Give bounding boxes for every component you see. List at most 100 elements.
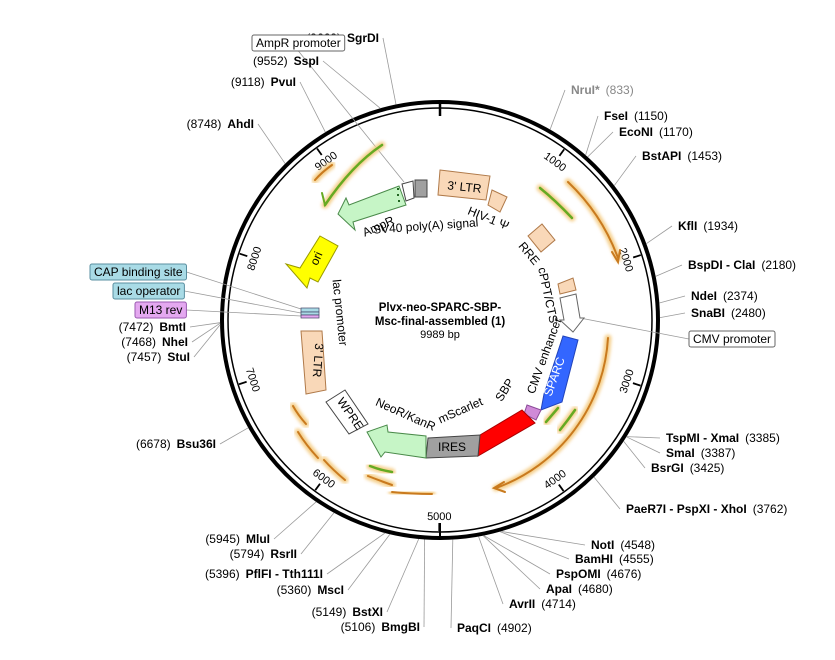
- enzyme-site: PaqCI(4902): [457, 621, 532, 635]
- enzyme-site: AvrII(4714): [509, 597, 576, 611]
- mscarlet-label: mScarlet: [436, 394, 486, 426]
- enzyme-site: PvuI(9118): [231, 75, 296, 89]
- enzyme-site: FseI(1150): [604, 109, 668, 123]
- enzyme-site: PaeR7I - PspXI - XhoI(3762): [626, 502, 787, 516]
- lac-operator-mark: [300, 311, 320, 316]
- enzyme-position: (2480): [731, 306, 766, 320]
- enzyme-position: (2180): [761, 258, 796, 272]
- enzyme-position: (7472): [119, 320, 154, 334]
- enzyme-name: BsrGI: [651, 461, 684, 475]
- enzyme-position: (833): [606, 83, 634, 97]
- enzyme-leader: [482, 535, 541, 590]
- enzyme-position: (3425): [690, 461, 725, 475]
- sbp-feature: [523, 404, 542, 421]
- boxed-label-leader: [579, 317, 690, 340]
- enzyme-leaders: [184, 37, 690, 629]
- orange-b-head: [611, 249, 621, 265]
- boxed-label-bg: [251, 34, 346, 52]
- enzyme-name: BmtI: [159, 320, 186, 334]
- enzyme-leader: [587, 131, 614, 158]
- enzyme-leader: [483, 535, 551, 575]
- enzyme-name: PaeR7I - PspXI - XhoI: [626, 502, 747, 516]
- boxed-feature-label: CAP binding site: [89, 263, 187, 281]
- enzyme-name: Bsu36I: [177, 437, 216, 451]
- enzyme-position: (5360): [277, 583, 312, 597]
- enzyme-leader: [347, 533, 391, 591]
- mscarlet-feature: [477, 409, 536, 457]
- orf-c: [558, 408, 577, 432]
- plasmid-name-line1: Plvx-neo-SPARC-SBP-: [379, 302, 502, 314]
- enzyme-name: RsrII: [270, 547, 297, 561]
- enzyme-site: BamHI(4555): [575, 552, 654, 566]
- enzyme-leader: [450, 539, 454, 629]
- enzyme-name: EcoNI: [619, 125, 653, 139]
- enzyme-position: (5945): [205, 532, 240, 546]
- ires-feature: [425, 434, 481, 459]
- enzyme-name: NruI*: [571, 83, 600, 97]
- enzyme-position: (5396): [205, 567, 240, 581]
- orange-arrows: [289, 161, 622, 498]
- ltr3-top-feature: [437, 169, 491, 201]
- enzyme-leader: [593, 476, 621, 510]
- enzyme-leader: [219, 427, 249, 445]
- enzyme-name: StuI: [167, 350, 190, 364]
- enzyme-position: (1453): [687, 149, 722, 163]
- enzyme-leader: [257, 123, 286, 164]
- orf-d: [544, 406, 560, 424]
- boxed-label-bg: [688, 330, 776, 348]
- orange-b: [567, 181, 619, 259]
- enzyme-leader: [585, 115, 599, 156]
- enzyme-position: (4902): [497, 621, 532, 635]
- enzyme-site: RsrII (5794): [230, 547, 297, 561]
- enzyme-name: PspOMI: [556, 567, 601, 581]
- scale-tick-label: 5000: [427, 511, 452, 523]
- ampr-feature: [337, 185, 407, 232]
- enzyme-position: (1150): [634, 109, 668, 123]
- enzyme-name: NheI: [162, 335, 188, 349]
- enzyme-site: PspOMI(4676): [556, 567, 641, 581]
- enzyme-leader: [299, 81, 326, 133]
- orange-g: [297, 431, 319, 459]
- enzyme-position: (4714): [541, 597, 576, 611]
- enzyme-position: (3385): [745, 431, 780, 445]
- enzyme-leader: [189, 322, 221, 328]
- ltr3-left-label: 3' LTR: [310, 343, 326, 378]
- enzyme-leader: [659, 295, 686, 304]
- boxed-feature-label: AmpR promoter: [251, 34, 346, 52]
- ltr3-left-feature: [300, 330, 327, 395]
- enzyme-site: SspI(9552): [253, 54, 319, 68]
- enzyme-position: (6678): [136, 437, 171, 451]
- boxed-label-text: CMV promoter: [693, 332, 771, 346]
- enzyme-position: (2374): [723, 289, 758, 303]
- orf-ampr-head: [321, 192, 333, 208]
- enzyme-leader: [273, 501, 317, 540]
- enzyme-position: (7468): [121, 335, 156, 349]
- orf-e: [368, 464, 394, 474]
- plasmid-name-line2: Msc-final-assembled (1): [375, 316, 506, 328]
- enzyme-site: SnaBI(2480): [691, 306, 766, 320]
- features: [284, 169, 586, 459]
- enzyme-site: EcoNI(1170): [619, 125, 693, 139]
- enzyme-site: TspMI - XmaI(3385): [666, 431, 780, 445]
- scale-tick-label: 4000: [542, 468, 569, 492]
- enzyme-site: ApaI (4680): [546, 582, 613, 596]
- enzyme-name: BmgBI: [381, 620, 420, 634]
- ori-label: ori: [307, 249, 325, 267]
- enzyme-name: SgrDI: [347, 31, 379, 45]
- scale-tick-label: 8000: [245, 245, 264, 272]
- sbp-label: SBP: [492, 376, 517, 404]
- enzyme-site: BstAPI(1453): [642, 149, 722, 163]
- enzyme-position: (3387): [701, 446, 736, 460]
- boxed-feature-label: CMV promoter: [688, 330, 776, 348]
- enzyme-name: ApaI: [546, 582, 572, 596]
- wpre-feature: [325, 389, 369, 435]
- enzyme-position: (4680): [578, 582, 613, 596]
- enzyme-site: StuI(7457): [127, 350, 190, 364]
- enzyme-position: (5794): [230, 547, 265, 561]
- enzyme-site: SmaI(3387): [666, 446, 735, 460]
- enzyme-name: BamHI: [575, 552, 613, 566]
- boxed-feature-label: M13 rev: [134, 301, 187, 319]
- enzyme-site: NdeI(2374): [691, 289, 758, 303]
- enzyme-leader: [623, 440, 646, 469]
- boxed-label-bg: [112, 282, 185, 300]
